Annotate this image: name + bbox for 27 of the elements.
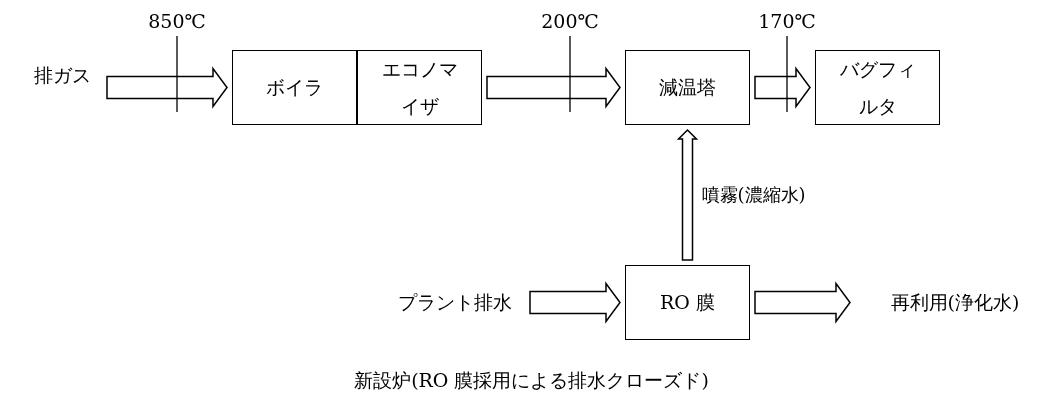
edge-label: 噴霧(濃縮水): [701, 183, 806, 207]
box-label: バグフィルタ: [838, 57, 917, 119]
process-box: [625, 265, 750, 340]
leader-line: [569, 35, 571, 113]
node-label: 再利用(浄化水): [890, 289, 1020, 315]
node-label: 850℃: [148, 8, 206, 34]
process-box: [625, 50, 750, 125]
node-label: プラント排水: [398, 289, 512, 315]
box-label: ボイラ: [266, 75, 323, 101]
block-arrow: [676, 128, 699, 261]
block-arrow: [754, 281, 851, 324]
box-label: RO 膜: [660, 290, 715, 316]
block-arrow: [529, 281, 621, 324]
node-label: 170℃: [758, 8, 816, 34]
process-box: [357, 50, 482, 125]
leader-line: [176, 35, 178, 113]
process-box: [232, 50, 357, 125]
block-arrow: [106, 66, 228, 109]
box-label: 減温塔: [659, 75, 716, 101]
block-arrow: [486, 66, 621, 109]
block-arrow: [754, 66, 811, 109]
node-label: 排ガス: [33, 62, 91, 88]
leader-line: [786, 35, 788, 113]
box-label: エコノマイザ: [380, 57, 459, 119]
node-label: 200℃: [541, 8, 599, 34]
caption: 新設炉(RO 膜採用による排水クローズド): [354, 369, 709, 391]
process-box: [815, 50, 940, 125]
